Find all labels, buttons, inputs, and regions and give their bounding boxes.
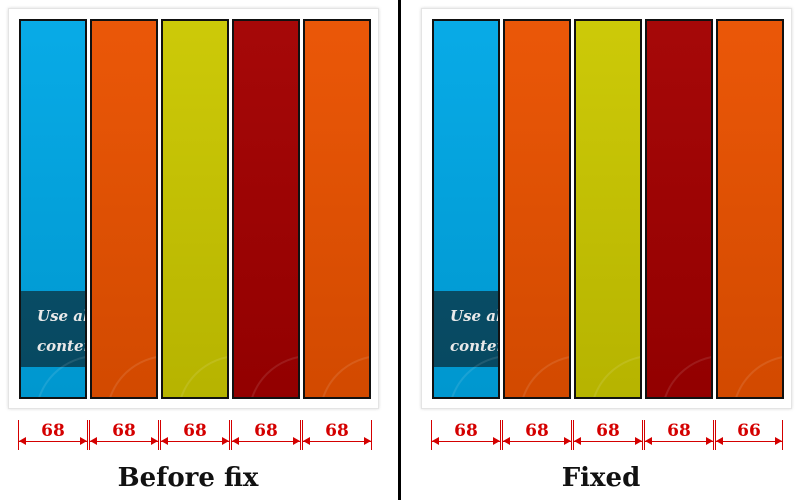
slide-3[interactable] — [574, 19, 642, 399]
before-fix-measurements: 68 68 68 68 68 — [18, 420, 378, 450]
arrow-right-icon — [706, 437, 713, 445]
arrow-right-icon — [222, 437, 229, 445]
slide-1[interactable]: Use all content — [19, 19, 87, 399]
slide-1[interactable]: Use all content — [432, 19, 500, 399]
caption-line-2: content — [450, 337, 498, 355]
arrow-right-icon — [635, 437, 642, 445]
arrow-left-icon — [19, 437, 26, 445]
caption-line-2: content — [37, 337, 85, 355]
measurement: 68 — [573, 420, 643, 450]
measurement-value: 68 — [323, 421, 351, 441]
slide-arc — [106, 355, 156, 397]
slide-arc — [177, 355, 227, 397]
slide-gradient — [163, 21, 227, 397]
arrow-right-icon — [775, 437, 782, 445]
measurement-value: 68 — [523, 421, 551, 441]
slide-4[interactable] — [645, 19, 713, 399]
slide-5[interactable] — [716, 19, 784, 399]
slide-arc — [519, 355, 569, 397]
before-fix-viewport: l e Use all content — [19, 19, 371, 399]
arrow-right-icon — [151, 437, 158, 445]
measurement-value: 68 — [110, 421, 138, 441]
slide-2[interactable] — [90, 19, 158, 399]
slide-caption: Use all content — [434, 291, 498, 367]
slide-caption: Use all content — [21, 291, 85, 367]
arrow-left-icon — [232, 437, 239, 445]
arrow-left-icon — [503, 437, 510, 445]
arrow-left-icon — [90, 437, 97, 445]
fixed-slider: l e Use all content — [421, 8, 792, 409]
arrow-left-icon — [303, 437, 310, 445]
arrow-right-icon — [493, 437, 500, 445]
measurement: 68 — [502, 420, 572, 450]
measurement-value: 68 — [181, 421, 209, 441]
before-fix-slider: l e Use all content — [8, 8, 379, 409]
measurement: 68 — [431, 420, 501, 450]
measurement: 68 — [18, 420, 88, 450]
arrow-left-icon — [161, 437, 168, 445]
arrow-right-icon — [293, 437, 300, 445]
arrow-left-icon — [432, 437, 439, 445]
slide-gradient — [647, 21, 711, 397]
measurement: 68 — [644, 420, 714, 450]
measurement-value: 68 — [594, 421, 622, 441]
caption-line-1: Use all — [450, 307, 498, 325]
slide-gradient — [718, 21, 782, 397]
measurement-value: 68 — [252, 421, 280, 441]
slide-arc — [590, 355, 640, 397]
measurement-value: 66 — [735, 421, 763, 441]
arrow-left-icon — [645, 437, 652, 445]
slide-gradient — [576, 21, 640, 397]
measurement-value: 68 — [452, 421, 480, 441]
slide-gradient — [234, 21, 298, 397]
slide-gradient — [505, 21, 569, 397]
measurement: 68 — [160, 420, 230, 450]
measurement-value: 68 — [665, 421, 693, 441]
slide-arc — [319, 355, 369, 397]
caption-line-1: Use all — [37, 307, 85, 325]
slide-arc — [661, 355, 711, 397]
center-divider — [398, 0, 401, 500]
slide-5[interactable] — [303, 19, 371, 399]
measurement: 66 — [715, 420, 783, 450]
arrow-right-icon — [364, 437, 371, 445]
arrow-left-icon — [574, 437, 581, 445]
fixed-measurements: 68 68 68 68 66 — [431, 420, 791, 450]
slide-3[interactable] — [161, 19, 229, 399]
slide-gradient — [305, 21, 369, 397]
slide-arc — [732, 355, 782, 397]
arrow-right-icon — [564, 437, 571, 445]
before-fix-label: Before fix — [117, 463, 259, 493]
arrow-left-icon — [716, 437, 723, 445]
arrow-right-icon — [80, 437, 87, 445]
measurement: 68 — [302, 420, 372, 450]
slide-arc — [248, 355, 298, 397]
measurement: 68 — [231, 420, 301, 450]
measurement: 68 — [89, 420, 159, 450]
fixed-viewport: l e Use all content — [432, 19, 784, 399]
fixed-label: Fixed — [561, 463, 641, 493]
measurement-value: 68 — [39, 421, 67, 441]
slide-2[interactable] — [503, 19, 571, 399]
slide-gradient — [92, 21, 156, 397]
slide-4[interactable] — [232, 19, 300, 399]
